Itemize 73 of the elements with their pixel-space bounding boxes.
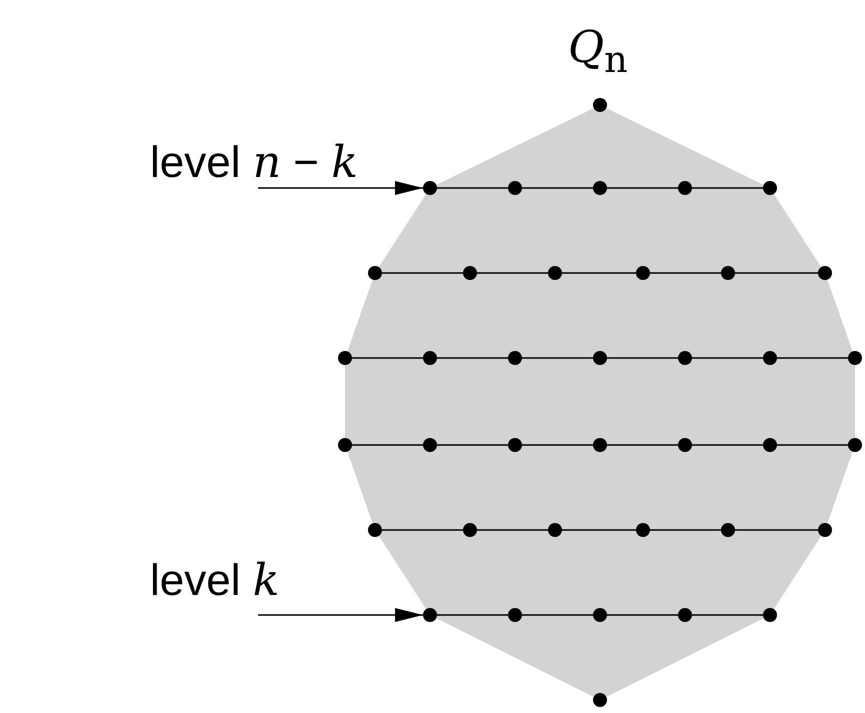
vertex-dot	[368, 523, 382, 537]
vertex-dot	[593, 693, 607, 707]
edge-line	[352, 357, 423, 359]
vertex-dot	[678, 181, 692, 195]
vertex-dot	[368, 266, 382, 280]
vertex-dot	[463, 266, 477, 280]
edge-line	[437, 614, 508, 616]
edge-line	[607, 444, 678, 446]
vertex-dot	[678, 351, 692, 365]
vertex-dot	[678, 438, 692, 452]
edge-line	[777, 444, 848, 446]
edge-line	[777, 357, 848, 359]
vertex-dot	[593, 351, 607, 365]
edge-line	[692, 614, 763, 616]
vertex-dot	[423, 351, 437, 365]
edge-line	[562, 529, 636, 531]
vertex-dot	[463, 523, 477, 537]
edge-line	[522, 614, 593, 616]
vertex-dot	[593, 181, 607, 195]
vertex-dot	[636, 266, 650, 280]
vertex-dot	[508, 181, 522, 195]
edge-line	[522, 444, 593, 446]
vertex-dot	[848, 351, 862, 365]
vertex-dot	[818, 266, 832, 280]
edge-line	[735, 272, 818, 274]
vertex-dot	[721, 523, 735, 537]
edge-line	[382, 272, 463, 274]
edge-line	[607, 187, 678, 189]
edge-line	[437, 187, 508, 189]
edge-line	[522, 187, 593, 189]
edge-line	[352, 444, 423, 446]
level-label: level k	[150, 558, 280, 604]
edge-line	[650, 272, 721, 274]
edge-line	[437, 357, 508, 359]
graph-label: Q$_{n}$	[568, 25, 628, 83]
vertex-dot	[338, 438, 352, 452]
vertex-dot	[548, 266, 562, 280]
vertex-dot	[818, 523, 832, 537]
edge-line	[692, 187, 763, 189]
vertex-dot	[423, 608, 437, 622]
vertex-dot	[763, 438, 777, 452]
edge-line	[650, 529, 721, 531]
vertex-dot	[848, 438, 862, 452]
vertex-dot	[636, 523, 650, 537]
edge-line	[562, 272, 636, 274]
edge-line	[477, 529, 548, 531]
vertex-dot	[678, 608, 692, 622]
vertex-dot	[548, 523, 562, 537]
vertex-dot	[508, 438, 522, 452]
edge-line	[735, 529, 818, 531]
arrow	[258, 181, 423, 195]
vertex-dot	[763, 181, 777, 195]
vertex-dot	[593, 608, 607, 622]
edge-line	[607, 614, 678, 616]
edge-line	[382, 529, 463, 531]
vertex-dot	[593, 438, 607, 452]
vertex-dot	[423, 438, 437, 452]
vertex-dot	[763, 608, 777, 622]
edge-line	[437, 444, 508, 446]
vertex-dot	[423, 181, 437, 195]
edge-line	[522, 357, 593, 359]
arrow	[258, 608, 423, 622]
vertex-dot	[508, 608, 522, 622]
vertex-dot	[763, 351, 777, 365]
vertex-dot	[338, 351, 352, 365]
vertex-dot	[721, 266, 735, 280]
edge-line	[692, 357, 763, 359]
level-label: level n − k	[150, 140, 358, 186]
vertex-dot	[508, 351, 522, 365]
edge-line	[607, 357, 678, 359]
edge-line	[477, 272, 548, 274]
edge-line	[692, 444, 763, 446]
vertex-dot	[593, 98, 607, 112]
